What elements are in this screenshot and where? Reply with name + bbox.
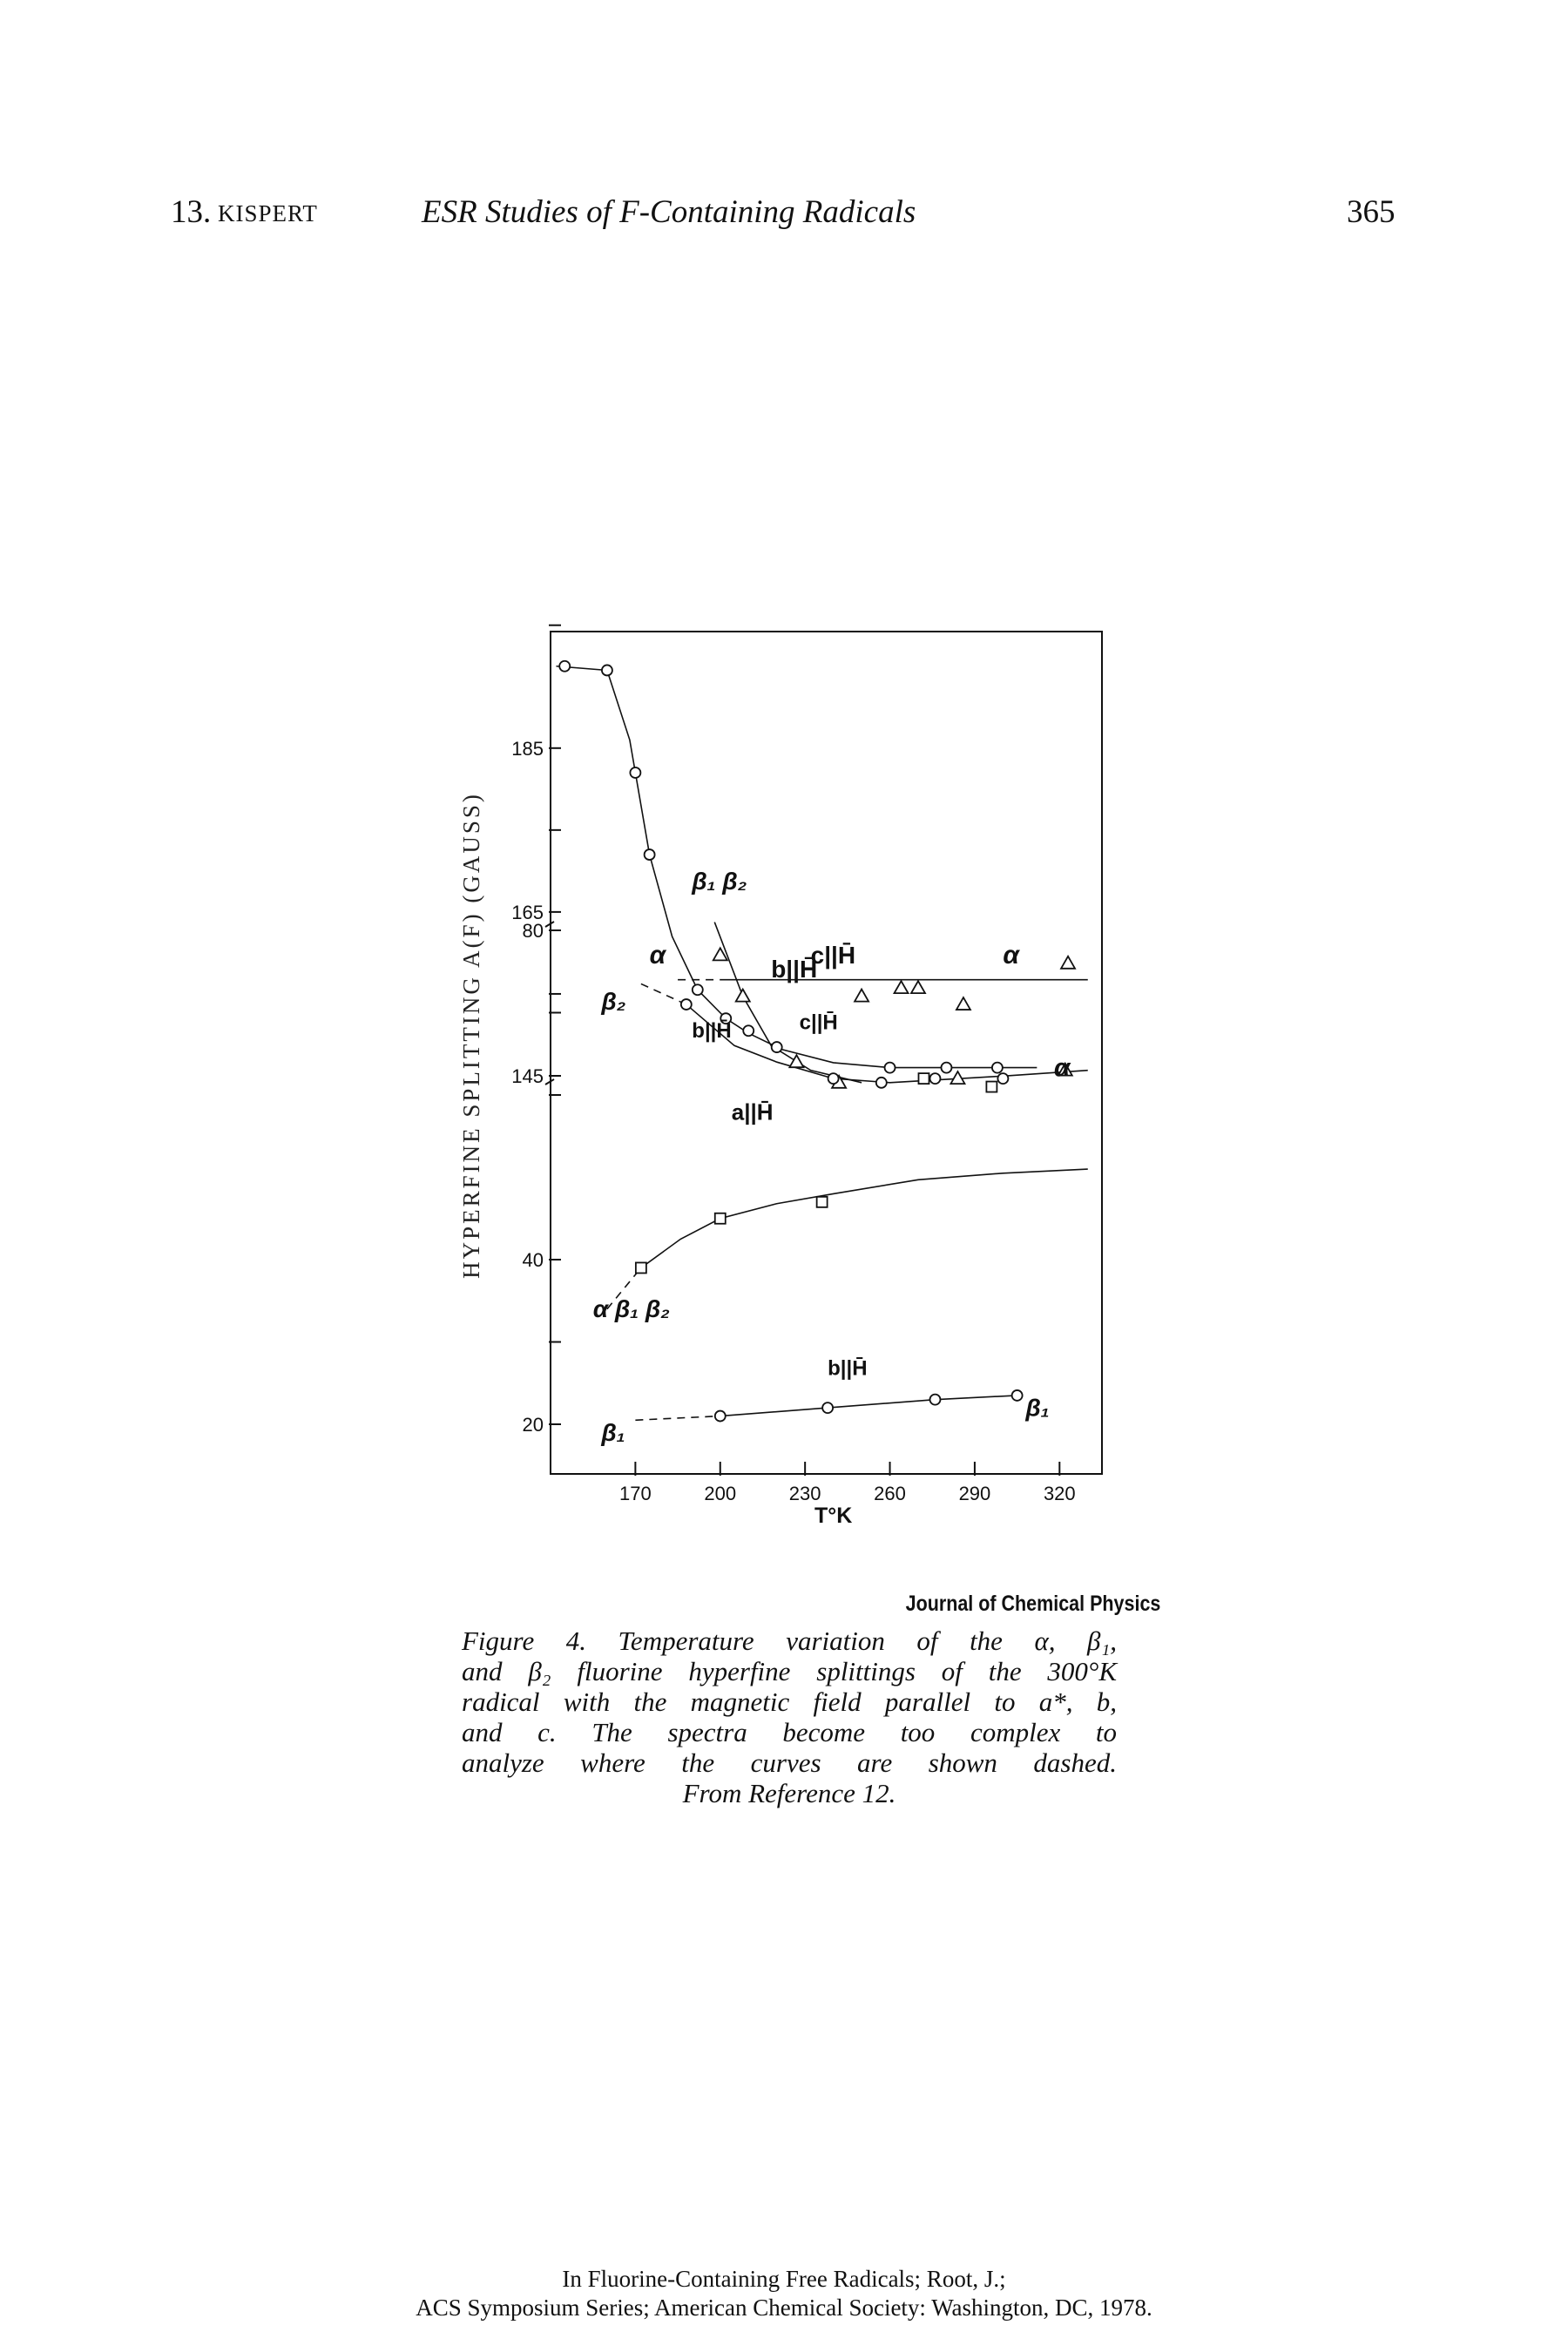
caption-line: radical with the magnetic field parallel… xyxy=(462,1686,1117,1717)
caption-line: and c. The spectra become too complex to xyxy=(462,1717,1117,1747)
data-point-circle xyxy=(883,1061,896,1074)
y-tick-label: 80 xyxy=(523,920,544,942)
data-point-triangle xyxy=(909,979,927,995)
x-tick-label: 170 xyxy=(619,1483,652,1504)
series-label: β₁ xyxy=(600,1419,625,1446)
data-point-circle xyxy=(742,1024,755,1037)
author-name: KISPERT xyxy=(218,200,318,226)
series-label: β₁ β₂ xyxy=(691,868,747,895)
series-label: α β₁ β₂ xyxy=(593,1295,670,1322)
data-point-square xyxy=(815,1195,828,1208)
data-point-square xyxy=(985,1080,998,1093)
data-point-triangle xyxy=(787,1053,805,1069)
data-point-circle xyxy=(929,1393,942,1406)
running-title: ESR Studies of F-Containing Radicals xyxy=(422,194,916,230)
series-label: β₁ xyxy=(1024,1395,1049,1422)
data-point-circle xyxy=(821,1402,835,1414)
data-point-circle xyxy=(1010,1389,1024,1402)
series-label: a||H̄ xyxy=(732,1098,774,1125)
series-label: c||H̄ xyxy=(811,942,855,969)
series-curve xyxy=(640,983,687,1005)
data-point-circle xyxy=(990,1061,1004,1074)
figure-caption: Figure 4. Temperature variation of the α… xyxy=(462,1625,1117,1808)
data-point-circle xyxy=(679,998,693,1010)
data-point-triangle xyxy=(734,987,752,1003)
data-point-circle xyxy=(629,767,642,779)
series-label: α xyxy=(1054,1054,1071,1083)
x-tick-label: 200 xyxy=(704,1483,736,1504)
series-label: b||H̄ xyxy=(828,1356,867,1380)
data-point-triangle xyxy=(1059,954,1077,970)
data-point-square xyxy=(634,1261,647,1274)
y-tick-label: 40 xyxy=(523,1249,544,1271)
series-label: β₂ xyxy=(600,988,625,1015)
y-axis-label: HYPERFINE SPLITTING A(F) (GAUSS) xyxy=(458,792,484,1279)
data-point-circle xyxy=(713,1409,727,1423)
plot-frame xyxy=(550,631,1103,1475)
series-curve xyxy=(720,1395,1017,1417)
series-label: b||H̄ xyxy=(692,1019,731,1043)
data-point-triangle xyxy=(712,946,729,962)
x-tick-label: 230 xyxy=(789,1483,821,1504)
data-point-circle xyxy=(770,1041,783,1053)
series-label: α xyxy=(1003,941,1020,970)
data-point-circle xyxy=(601,664,613,677)
data-point-circle xyxy=(940,1061,953,1074)
data-point-circle xyxy=(720,1012,733,1025)
data-point-square xyxy=(713,1212,727,1225)
data-point-triangle xyxy=(955,996,972,1010)
data-point-circle xyxy=(997,1072,1010,1085)
series-curve xyxy=(606,1267,642,1310)
data-point-triangle xyxy=(1057,1061,1074,1077)
x-tick-label: 320 xyxy=(1044,1483,1076,1504)
data-point-triangle xyxy=(853,987,870,1003)
data-point-circle xyxy=(558,659,571,672)
y-tick-label: 145 xyxy=(511,1065,544,1087)
caption-line: Figure 4. Temperature variation of the α… xyxy=(462,1625,1117,1656)
y-tick-label: 20 xyxy=(523,1414,544,1436)
data-point-triangle xyxy=(892,979,910,995)
chapter-number: 13. xyxy=(171,194,212,230)
footer-line-1: In Fluorine-Containing Free Radicals; Ro… xyxy=(562,2266,1006,2292)
data-point-circle xyxy=(643,848,656,861)
series-label: α xyxy=(650,941,667,970)
caption-line: From Reference 12. xyxy=(682,1778,896,1808)
caption-line: analyze where the curves are shown dashe… xyxy=(462,1747,1117,1778)
x-tick-label: 260 xyxy=(874,1483,906,1504)
axis-break xyxy=(544,921,555,1085)
page-number: 365 xyxy=(1347,194,1396,230)
footer-line-2: ACS Symposium Series; American Chemical … xyxy=(416,2295,1152,2321)
data-point-circle xyxy=(691,983,704,997)
y-tick-label: 165 xyxy=(511,902,544,923)
running-header: 13. KISPERT ESR Studies of F-Containing … xyxy=(0,193,1568,237)
citation-footer: In Fluorine-Containing Free Radicals; Ro… xyxy=(0,2265,1568,2322)
data-point-square xyxy=(917,1072,930,1085)
series-curve xyxy=(640,1168,1088,1269)
series-label: c||H̄ xyxy=(800,1010,838,1034)
caption-line: and β₂ fluorine hyperfine splittings of … xyxy=(462,1656,1117,1686)
data-point-circle xyxy=(929,1072,942,1085)
figure-source: Journal of Chemical Physics xyxy=(905,1592,1161,1616)
data-point-triangle xyxy=(949,1070,966,1085)
series-curve xyxy=(635,1415,720,1422)
data-point-circle xyxy=(827,1072,840,1085)
data-point-circle xyxy=(875,1076,888,1089)
y-tick-label: 185 xyxy=(511,738,544,760)
series-label: b||H̄ xyxy=(771,956,817,983)
x-axis-label: T°K xyxy=(814,1504,852,1528)
x-tick-label: 290 xyxy=(959,1483,991,1504)
